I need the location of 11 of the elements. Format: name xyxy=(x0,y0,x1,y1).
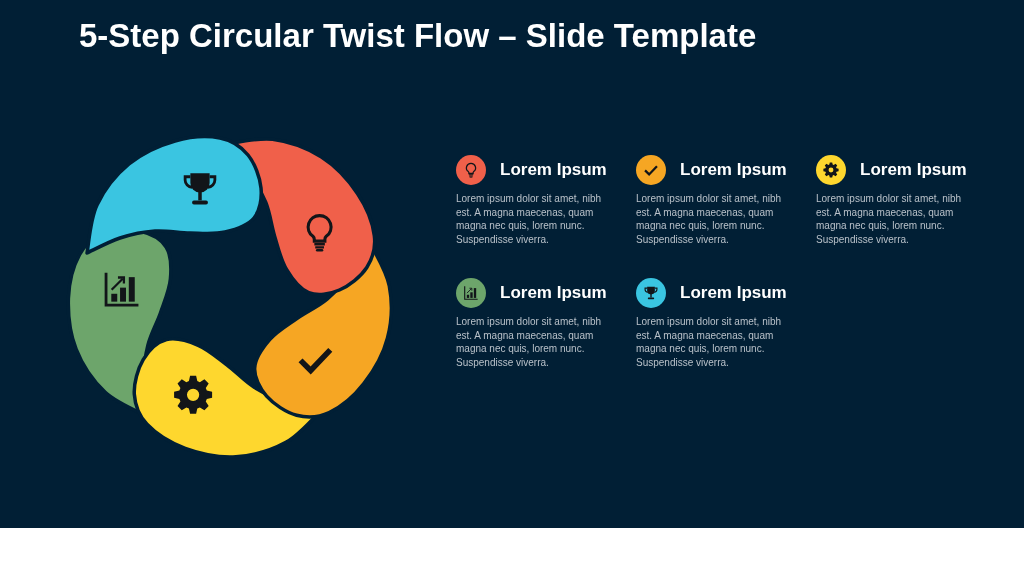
description-text: Lorem ipsum dolor sit amet, nibh est. A magna maecenas, quam magna nec quis, lorem nunc. Suspendisse viverra. xyxy=(636,192,783,247)
description-text: Lorem ipsum dolor sit amet, nibh est. A magna maecenas, quam magna nec quis, lorem nunc. Suspendisse viverra. xyxy=(456,192,603,247)
description-text: Lorem ipsum dolor sit amet, nibh est. A magna maecenas, quam magna nec quis, lorem nunc. Suspendisse viverra. xyxy=(456,315,603,370)
slide-title: 5-Step Circular Twist Flow – Slide Template xyxy=(79,16,757,56)
item-heading: Lorem Ipsum xyxy=(500,282,607,304)
description-text: Lorem ipsum dolor sit amet, nibh est. A magna maecenas, quam magna nec quis, lorem nunc. Suspendisse viverra. xyxy=(816,192,963,247)
item-heading: Lorem Ipsum xyxy=(500,159,607,181)
item-heading: Lorem Ipsum xyxy=(680,282,787,304)
description-text: Lorem ipsum dolor sit amet, nibh est. A magna maecenas, quam magna nec quis, lorem nunc. Suspendisse viverra. xyxy=(636,315,783,370)
item-heading: Lorem Ipsum xyxy=(680,159,787,181)
item-heading: Lorem Ipsum xyxy=(860,159,967,181)
